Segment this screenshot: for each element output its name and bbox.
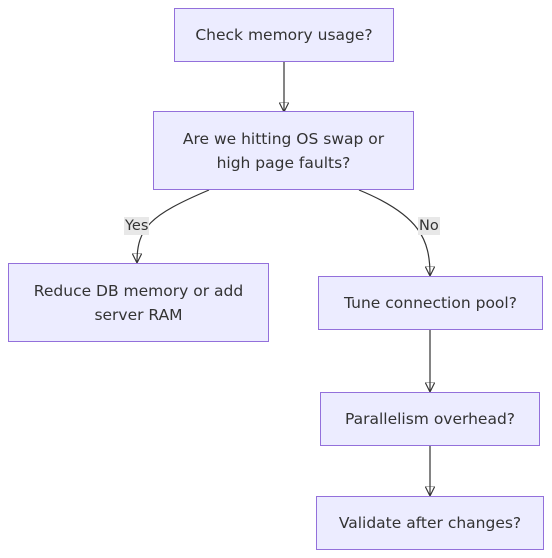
node-tune-pool-label: Tune connection pool?: [344, 294, 517, 312]
node-os-swap[interactable]: Are we hitting OS swap or high page faul…: [153, 111, 414, 190]
node-reduce-memory-label-line-2: server RAM: [94, 305, 183, 324]
node-validate[interactable]: Validate after changes?: [316, 496, 544, 550]
node-validate-label: Validate after changes?: [338, 514, 522, 532]
node-parallelism-label: Parallelism overhead?: [344, 410, 516, 428]
node-reduce-memory[interactable]: Reduce DB memory or add server RAM: [8, 263, 269, 342]
edge-label-no: No: [418, 217, 440, 235]
node-parallelism[interactable]: Parallelism overhead?: [320, 392, 540, 446]
node-reduce-memory-label-line-1: Reduce DB memory or add: [33, 281, 244, 300]
node-check-memory[interactable]: Check memory usage?: [174, 8, 394, 62]
node-os-swap-label-line-1: Are we hitting OS swap or: [182, 129, 385, 148]
node-os-swap-label-line-2: high page faults?: [216, 153, 351, 172]
edge-swap-to-tune-no: [358, 189, 430, 275]
edge-swap-to-reduce-yes: [137, 189, 210, 262]
node-check-memory-label: Check memory usage?: [195, 26, 373, 44]
edge-label-yes: Yes: [124, 217, 150, 235]
node-tune-pool[interactable]: Tune connection pool?: [318, 276, 543, 330]
